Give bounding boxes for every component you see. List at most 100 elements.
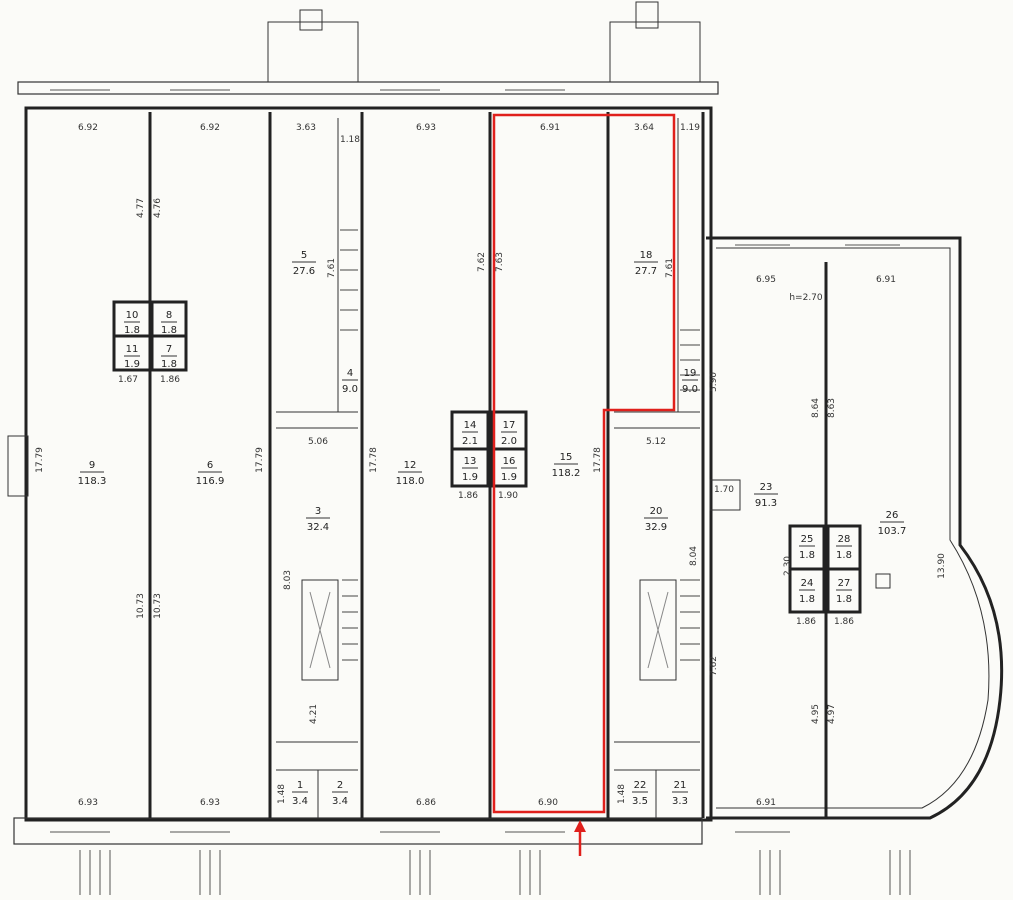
- room-28-area: 1.8: [836, 550, 852, 561]
- room-24-area: 1.8: [799, 594, 815, 605]
- dim-label: 1.48: [617, 784, 627, 804]
- highlighted-unit-outline: [492, 113, 676, 814]
- room-20-area: 32.9: [645, 522, 667, 533]
- room-5-number: 5: [301, 250, 307, 261]
- dim-label: 5.90: [709, 372, 719, 392]
- room-labels: 9 118.3 6 116.9 5 27.6 4 9.0 3 32.4 1 3.…: [78, 250, 907, 807]
- room-27-area: 1.8: [836, 594, 852, 605]
- room-7-number: 7: [166, 344, 172, 355]
- room-14-number: 14: [464, 420, 477, 431]
- dim-label: 1.86: [458, 491, 478, 501]
- room-26-number: 26: [886, 510, 899, 521]
- dim-label: 7.61: [327, 258, 337, 278]
- dim-label: 1.67: [118, 375, 138, 385]
- dim-label: 1.86: [160, 375, 180, 385]
- room-17-area: 2.0: [501, 436, 517, 447]
- dim-label: 3.64: [634, 123, 654, 133]
- room-16-number: 16: [503, 456, 516, 467]
- room-4-area: 9.0: [342, 384, 358, 395]
- room-12-area: 118.0: [396, 476, 425, 487]
- dim-label: 1.90: [498, 491, 518, 501]
- room-21-number: 21: [674, 780, 687, 791]
- dim-label: 6.91: [756, 798, 776, 808]
- room-26-area: 103.7: [878, 526, 907, 537]
- room-6-number: 6: [207, 460, 213, 471]
- room-27-number: 27: [838, 578, 851, 589]
- dim-label: 8.04: [689, 546, 699, 566]
- dimension-labels: 6.92 6.92 3.63 1.18 6.93 6.91 3.64 1.19 …: [35, 123, 947, 808]
- dim-label: 6.93: [200, 798, 220, 808]
- room-8-number: 8: [166, 310, 172, 321]
- dim-label: 5.06: [308, 437, 328, 447]
- dim-label: 5.12: [646, 437, 666, 447]
- dim-label: 8.63: [827, 398, 837, 418]
- room-3-number: 3: [315, 506, 321, 517]
- room-20-number: 20: [650, 506, 663, 517]
- dim-label: 7.62: [709, 656, 719, 676]
- room-16-area: 1.9: [501, 472, 517, 483]
- room-19-area: 9.0: [682, 384, 698, 395]
- room-21-area: 3.3: [672, 796, 688, 807]
- dim-label: 1.48: [277, 784, 287, 804]
- room-11-area: 1.9: [124, 359, 140, 370]
- dim-label: 6.86: [416, 798, 436, 808]
- room-23-number: 23: [760, 482, 773, 493]
- dim-label: h=2.70: [789, 293, 823, 303]
- dim-label: 4.95: [811, 704, 821, 724]
- room-4-number: 4: [347, 368, 353, 379]
- room-9-area: 118.3: [78, 476, 107, 487]
- dim-label: 17.79: [255, 447, 265, 473]
- dim-label: 6.92: [200, 123, 220, 133]
- dim-label: 4.76: [153, 198, 163, 218]
- dim-label: 3.63: [296, 123, 316, 133]
- dim-label: 10.73: [136, 593, 146, 619]
- room-11-number: 11: [126, 344, 139, 355]
- room-3-area: 32.4: [307, 522, 329, 533]
- room-13-area: 1.9: [462, 472, 478, 483]
- dim-label: 6.90: [538, 798, 558, 808]
- room-24-number: 24: [801, 578, 814, 589]
- dim-label: 10.73: [153, 593, 163, 619]
- dim-label: 6.92: [78, 123, 98, 133]
- room-18-area: 27.7: [635, 266, 657, 277]
- room-10-area: 1.8: [124, 325, 140, 336]
- room-6-area: 116.9: [196, 476, 225, 487]
- room-15-area: 118.2: [552, 468, 581, 479]
- room-23-area: 91.3: [755, 498, 777, 509]
- dim-label: 7.63: [495, 252, 505, 272]
- room-14-area: 2.1: [462, 436, 478, 447]
- dim-label: 6.91: [540, 123, 560, 133]
- room-22-number: 22: [634, 780, 647, 791]
- room-1-area: 3.4: [292, 796, 308, 807]
- room-1-number: 1: [297, 780, 303, 791]
- room-13-number: 13: [464, 456, 477, 467]
- room-5-area: 27.6: [293, 266, 315, 277]
- dim-label: 1.19: [680, 123, 700, 133]
- partitions: [112, 112, 891, 818]
- room-18-number: 18: [640, 250, 653, 261]
- room-9-number: 9: [89, 460, 95, 471]
- dim-label: 1.86: [834, 617, 854, 627]
- dim-label: 6.93: [78, 798, 98, 808]
- dim-label: 7.62: [477, 252, 487, 272]
- dim-label: 17.79: [35, 447, 45, 473]
- dim-label: 1.18: [340, 135, 360, 145]
- dim-label: 2.30: [783, 556, 793, 576]
- dim-label: 17.78: [593, 447, 603, 473]
- dim-label: 6.91: [876, 275, 896, 285]
- outer-walls: [7, 1, 1004, 895]
- dim-label: 4.97: [827, 704, 837, 724]
- room-10-number: 10: [126, 310, 139, 321]
- room-19-number: 19: [684, 368, 697, 379]
- room-17-number: 17: [503, 420, 516, 431]
- room-7-area: 1.8: [161, 359, 177, 370]
- dim-label: 8.64: [811, 398, 821, 418]
- dim-label: 1.70: [714, 485, 734, 495]
- dim-label: 8.03: [283, 570, 293, 590]
- dim-label: 6.93: [416, 123, 436, 133]
- room-25-area: 1.8: [799, 550, 815, 561]
- room-8-area: 1.8: [161, 325, 177, 336]
- dim-label: 6.95: [756, 275, 776, 285]
- dim-label: 7.61: [665, 258, 675, 278]
